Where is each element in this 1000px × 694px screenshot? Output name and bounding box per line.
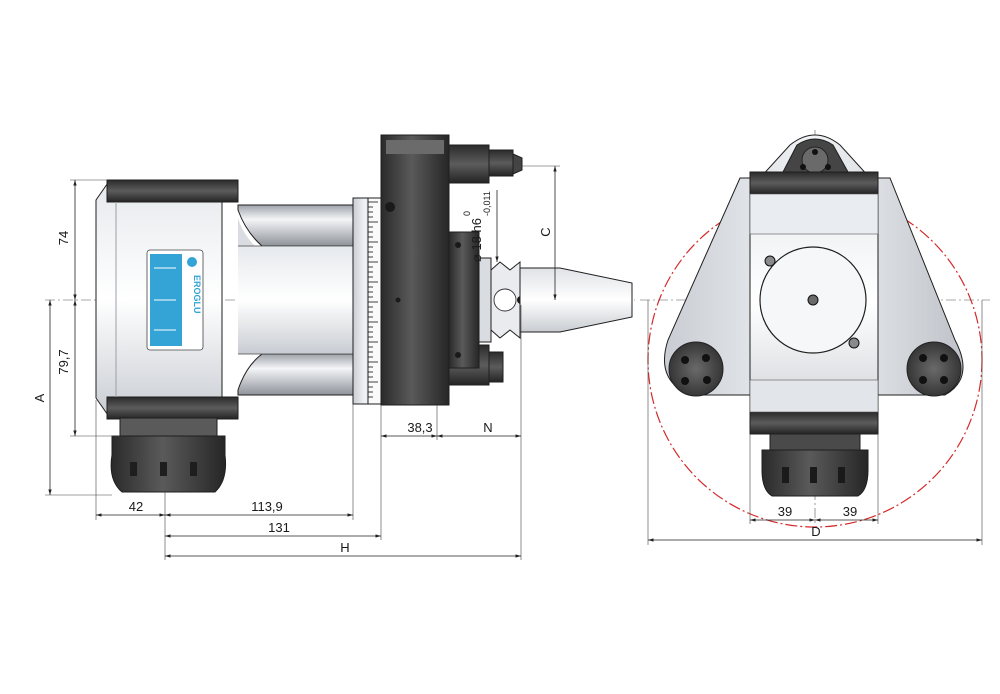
dim-79-7-label: 79,7 (56, 349, 71, 374)
dim-n-label: N (483, 420, 492, 435)
coupling-shaft (478, 257, 633, 343)
neck (238, 246, 355, 354)
dim-42-label: 42 (129, 499, 143, 514)
dim-131-label: 131 (268, 520, 290, 535)
right-mount-boss (906, 341, 962, 397)
dim-d-label: D (811, 524, 820, 539)
graduation-scale (368, 201, 378, 398)
dim-39-right-label: 39 (843, 504, 857, 519)
lower-arm (237, 353, 356, 396)
drive-disc (448, 231, 480, 369)
brand-logo-text: EROGLU (192, 275, 202, 314)
screw-icon (385, 202, 395, 212)
dim-38-3-label: 38,3 (407, 420, 432, 435)
mounting-block (380, 134, 461, 406)
dim-h-label: H (340, 540, 349, 555)
dim-c-label: C (538, 227, 553, 236)
shaft-tol-upper: 0 (462, 211, 472, 216)
right-dimensions: 39 39 D (647, 300, 983, 545)
dim-113-9-label: 113,9 (251, 499, 283, 514)
indexing-flange (352, 197, 383, 405)
brand-logo-icon (187, 257, 197, 267)
left-dimensions: 74 79,7 A 42 113,9 131 H 38,3 N C (32, 165, 560, 560)
shaft-diameter-label: ⌀ 18 h6 (469, 218, 484, 262)
side-view: EROGLU (45, 134, 635, 493)
brand-label: EROGLU (146, 249, 204, 351)
collet-nut (110, 417, 226, 493)
front-view (640, 130, 990, 528)
dim-74-label: 74 (56, 231, 71, 245)
dim-a-label: A (32, 393, 47, 402)
left-mount-boss (668, 341, 724, 397)
upper-pin (448, 144, 523, 184)
shaft-tol-lower: -0,011 (482, 191, 492, 216)
dim-39-left-label: 39 (778, 504, 792, 519)
